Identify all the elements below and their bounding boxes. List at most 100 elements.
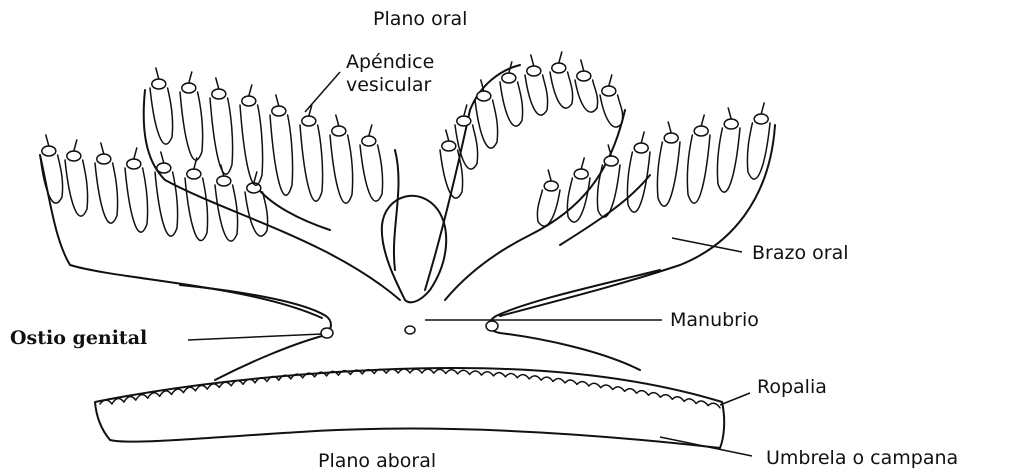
arm-lobe [330, 135, 353, 203]
apendice-vesicular [242, 96, 256, 106]
arm-lobes-left-outer [40, 135, 268, 241]
appendage-stalk [581, 60, 584, 71]
label-plano-oral: Plano oral [373, 8, 467, 30]
apendice-vesicular [187, 169, 201, 179]
appendage-stalk [156, 68, 159, 79]
arm-lobe [627, 152, 650, 212]
appendage-stalk [609, 75, 612, 86]
apendice-vesicular [67, 151, 81, 161]
arm-lobe [657, 142, 680, 206]
appendage-stalk [216, 78, 219, 89]
ostio-genital-left [321, 328, 333, 338]
arm-lobe [717, 128, 740, 192]
label-manubrio: Manubrio [670, 309, 759, 331]
arm-lobe [550, 72, 573, 108]
appendage-stalk [668, 122, 671, 133]
appendage-stalk [559, 52, 562, 63]
manubrio-stalk [180, 270, 660, 380]
appendage-stalk [276, 95, 279, 106]
apendice-vesicular [152, 79, 166, 89]
apendice-vesicular [302, 116, 316, 126]
apendice-vesicular [457, 116, 471, 126]
appendage-stalk [74, 140, 77, 151]
arm-lobe [525, 75, 548, 115]
arm-lobe [40, 155, 63, 203]
ostio-genital-right [486, 321, 498, 331]
umbrela-bell [95, 368, 724, 448]
apendice-vesicular [212, 89, 226, 99]
appendage-stalk [581, 158, 584, 169]
leader-ostio-genital [188, 334, 322, 340]
label-ropalia: Ropalia [757, 376, 827, 398]
apendice-vesicular [602, 86, 616, 96]
arm-lobe [270, 115, 293, 195]
label-apendice-vesicular-line2: vesicular [346, 74, 431, 96]
oral-arm-right-outer [500, 125, 775, 316]
arm-lobe [150, 88, 173, 144]
arm-lobe [65, 160, 88, 216]
appendage-stalk [134, 148, 137, 159]
apendice-vesicular [332, 126, 346, 136]
leader-ropalia [720, 393, 750, 405]
apendice-vesicular [362, 136, 376, 146]
apendice-vesicular [664, 133, 678, 143]
arm-lobe [360, 145, 383, 201]
bell-scalloped-margin [100, 369, 720, 408]
apendice-vesicular [604, 156, 618, 166]
appendage-stalk [254, 172, 257, 183]
arm-lobe [185, 178, 208, 241]
appendage-stalk [101, 143, 104, 154]
label-ostio-genital: Ostio genital [10, 327, 147, 349]
apendice-vesicular [502, 73, 516, 83]
leader-lines [188, 72, 752, 456]
appendage-stalk [761, 103, 764, 114]
appendage-stalk [701, 115, 704, 126]
appendage-stalk [728, 108, 731, 119]
arm-lobe [597, 165, 620, 217]
leader-umbrela [660, 437, 752, 456]
oral-arm-left-inner [144, 90, 400, 300]
appendage-stalk [46, 135, 49, 146]
arm-lobe [240, 105, 263, 185]
arm-lobe [245, 192, 268, 236]
arm-lobes-right-inner [440, 52, 623, 198]
arm-lobe [210, 98, 233, 174]
apendice-vesicular [477, 91, 491, 101]
label-apendice-vesicular-line1: Apéndice [346, 51, 434, 73]
apendice-vesicular [217, 176, 231, 186]
arm-lobe [125, 168, 148, 232]
apendice-vesicular [544, 181, 558, 191]
appendage-stalk [531, 55, 534, 66]
arm-lobe [600, 95, 623, 127]
apendice-vesicular [527, 66, 541, 76]
label-plano-aboral: Plano aboral [318, 450, 436, 472]
apendice-vesicular [694, 126, 708, 136]
arm-lobe [575, 80, 598, 112]
apendice-vesicular [724, 119, 738, 129]
mouth-opening [405, 326, 415, 334]
arm-lobe [475, 100, 498, 148]
arm-lobe [95, 163, 118, 223]
arm-lobe [180, 92, 203, 160]
label-brazo-oral: Brazo oral [752, 242, 848, 264]
arm-lobe [687, 135, 710, 203]
arm-lobe [300, 125, 323, 201]
appendage-stalk [189, 72, 192, 83]
appendage-stalk [249, 85, 252, 96]
apendice-vesicular [577, 71, 591, 81]
label-umbrela-o-campana: Umbrela o campana [766, 447, 958, 469]
apendice-vesicular [442, 141, 456, 151]
apendice-vesicular [574, 169, 588, 179]
appendage-stalk [446, 130, 449, 141]
apendice-vesicular [754, 114, 768, 124]
apendice-vesicular [42, 146, 56, 156]
apendice-vesicular [127, 159, 141, 169]
appendage-stalk [161, 152, 164, 163]
arm-lobe [537, 190, 560, 226]
arm-lobe [500, 82, 523, 126]
appendage-stalk [336, 115, 339, 126]
appendage-stalk [641, 132, 644, 143]
appendage-stalk [548, 170, 551, 181]
arm-lobe [215, 185, 238, 241]
